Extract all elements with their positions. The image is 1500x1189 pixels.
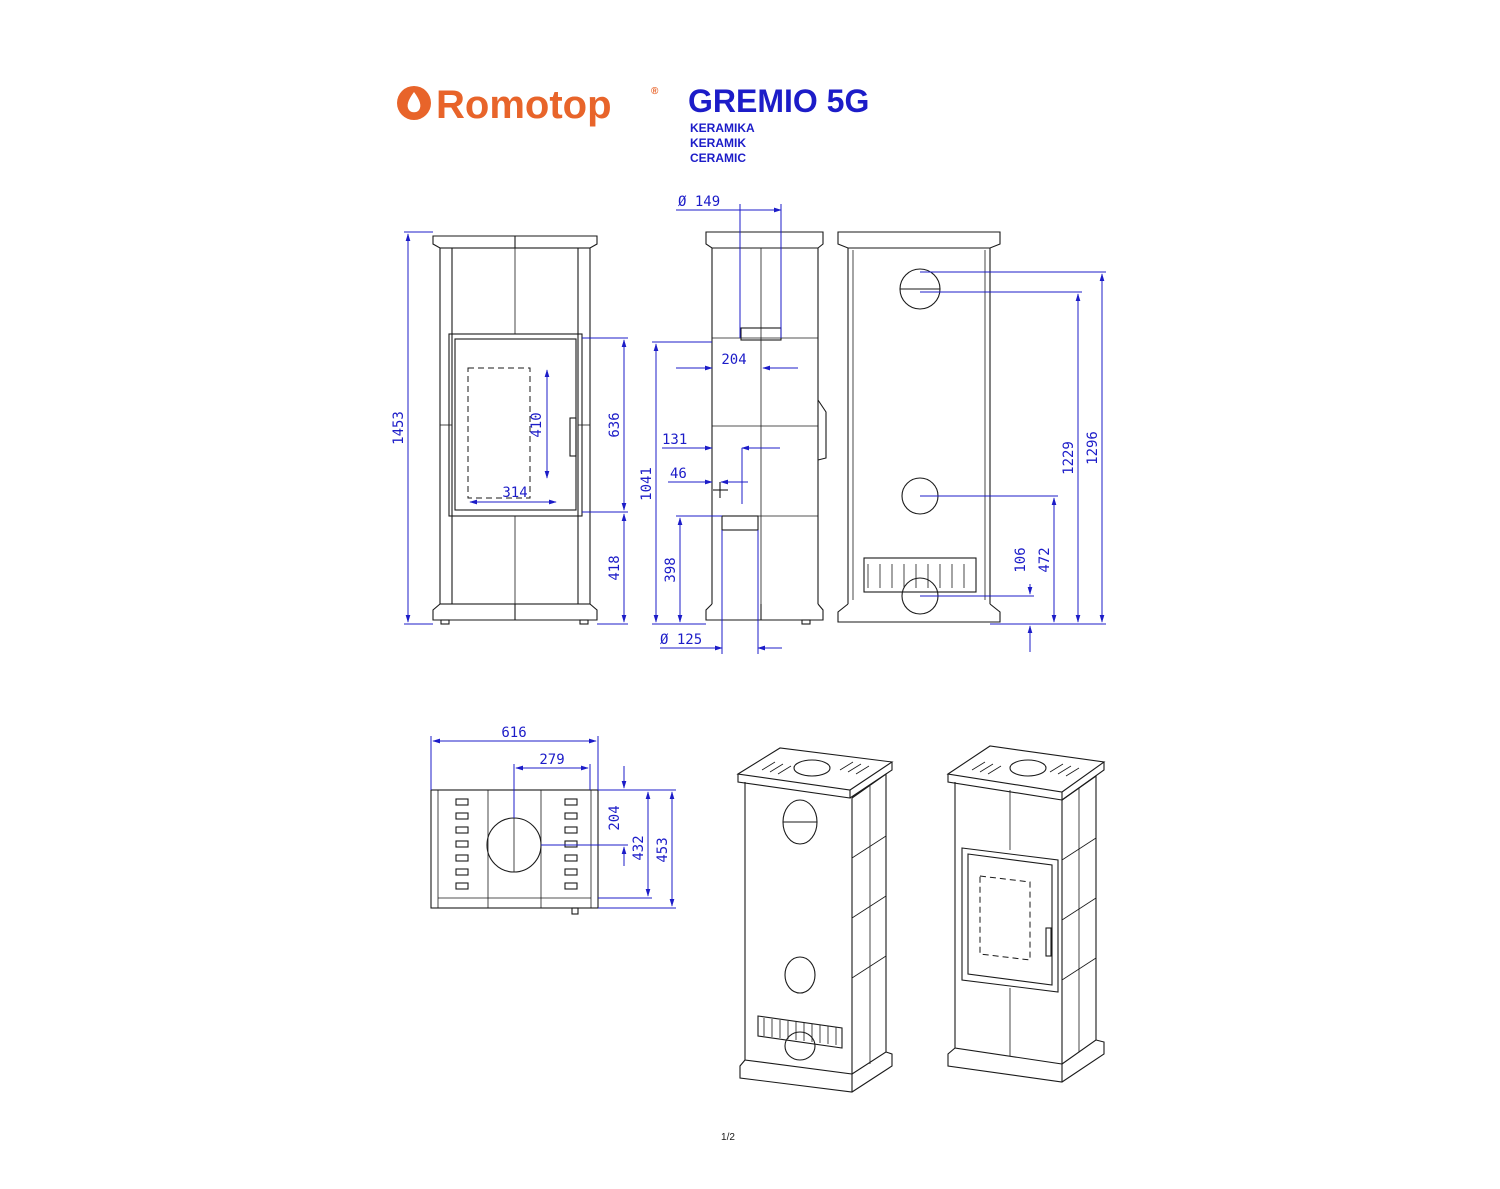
- dim-279: 279: [539, 752, 564, 768]
- dim-472: 472: [1037, 547, 1053, 572]
- flame-icon: [397, 86, 431, 120]
- dim-636: 636: [607, 412, 623, 437]
- registered-mark: ®: [651, 86, 659, 97]
- material-cz: KERAMIKA: [690, 121, 755, 135]
- dimensions-top: 616 279 204 432 453: [430, 725, 676, 909]
- dim-46: 46: [670, 466, 687, 482]
- dim-204-top: 204: [607, 805, 623, 830]
- dimensions-rear: 1296 1229 472 106: [920, 271, 1106, 652]
- side-view: [705, 231, 827, 625]
- dim-1229: 1229: [1061, 441, 1077, 475]
- material-en: CERAMIC: [690, 151, 746, 165]
- iso-rear-view: [736, 747, 894, 1093]
- dimensions-side: Ø 149 204 1041 131 46 398 Ø 125: [639, 194, 798, 654]
- dim-616: 616: [501, 725, 526, 741]
- dim-453: 453: [655, 837, 671, 862]
- material-de: KERAMIK: [690, 136, 746, 150]
- brand-name: Romotop: [436, 83, 612, 127]
- dim-1453: 1453: [391, 411, 407, 445]
- dim-106: 106: [1013, 547, 1029, 572]
- model-title: GREMIO 5G: [688, 83, 869, 119]
- page-number: 1/2: [721, 1132, 735, 1143]
- rear-view: [837, 231, 1001, 623]
- dim-398: 398: [663, 557, 679, 582]
- dim-204-side: 204: [721, 352, 746, 368]
- dim-418: 418: [607, 555, 623, 580]
- front-view: [432, 235, 598, 625]
- dim-432: 432: [631, 835, 647, 860]
- dim-131: 131: [662, 432, 687, 448]
- iso-front-view: [946, 745, 1106, 1083]
- dim-1041: 1041: [639, 467, 655, 501]
- dim-dia-125: Ø 125: [660, 632, 702, 648]
- brand-logo: Romotop ®: [397, 83, 659, 127]
- dim-410: 410: [529, 412, 545, 437]
- dimensions-front: 1453 636 418 410 314: [391, 231, 628, 625]
- dim-1296: 1296: [1085, 431, 1101, 465]
- dim-dia-149: Ø 149: [678, 194, 720, 210]
- dim-314: 314: [502, 485, 527, 501]
